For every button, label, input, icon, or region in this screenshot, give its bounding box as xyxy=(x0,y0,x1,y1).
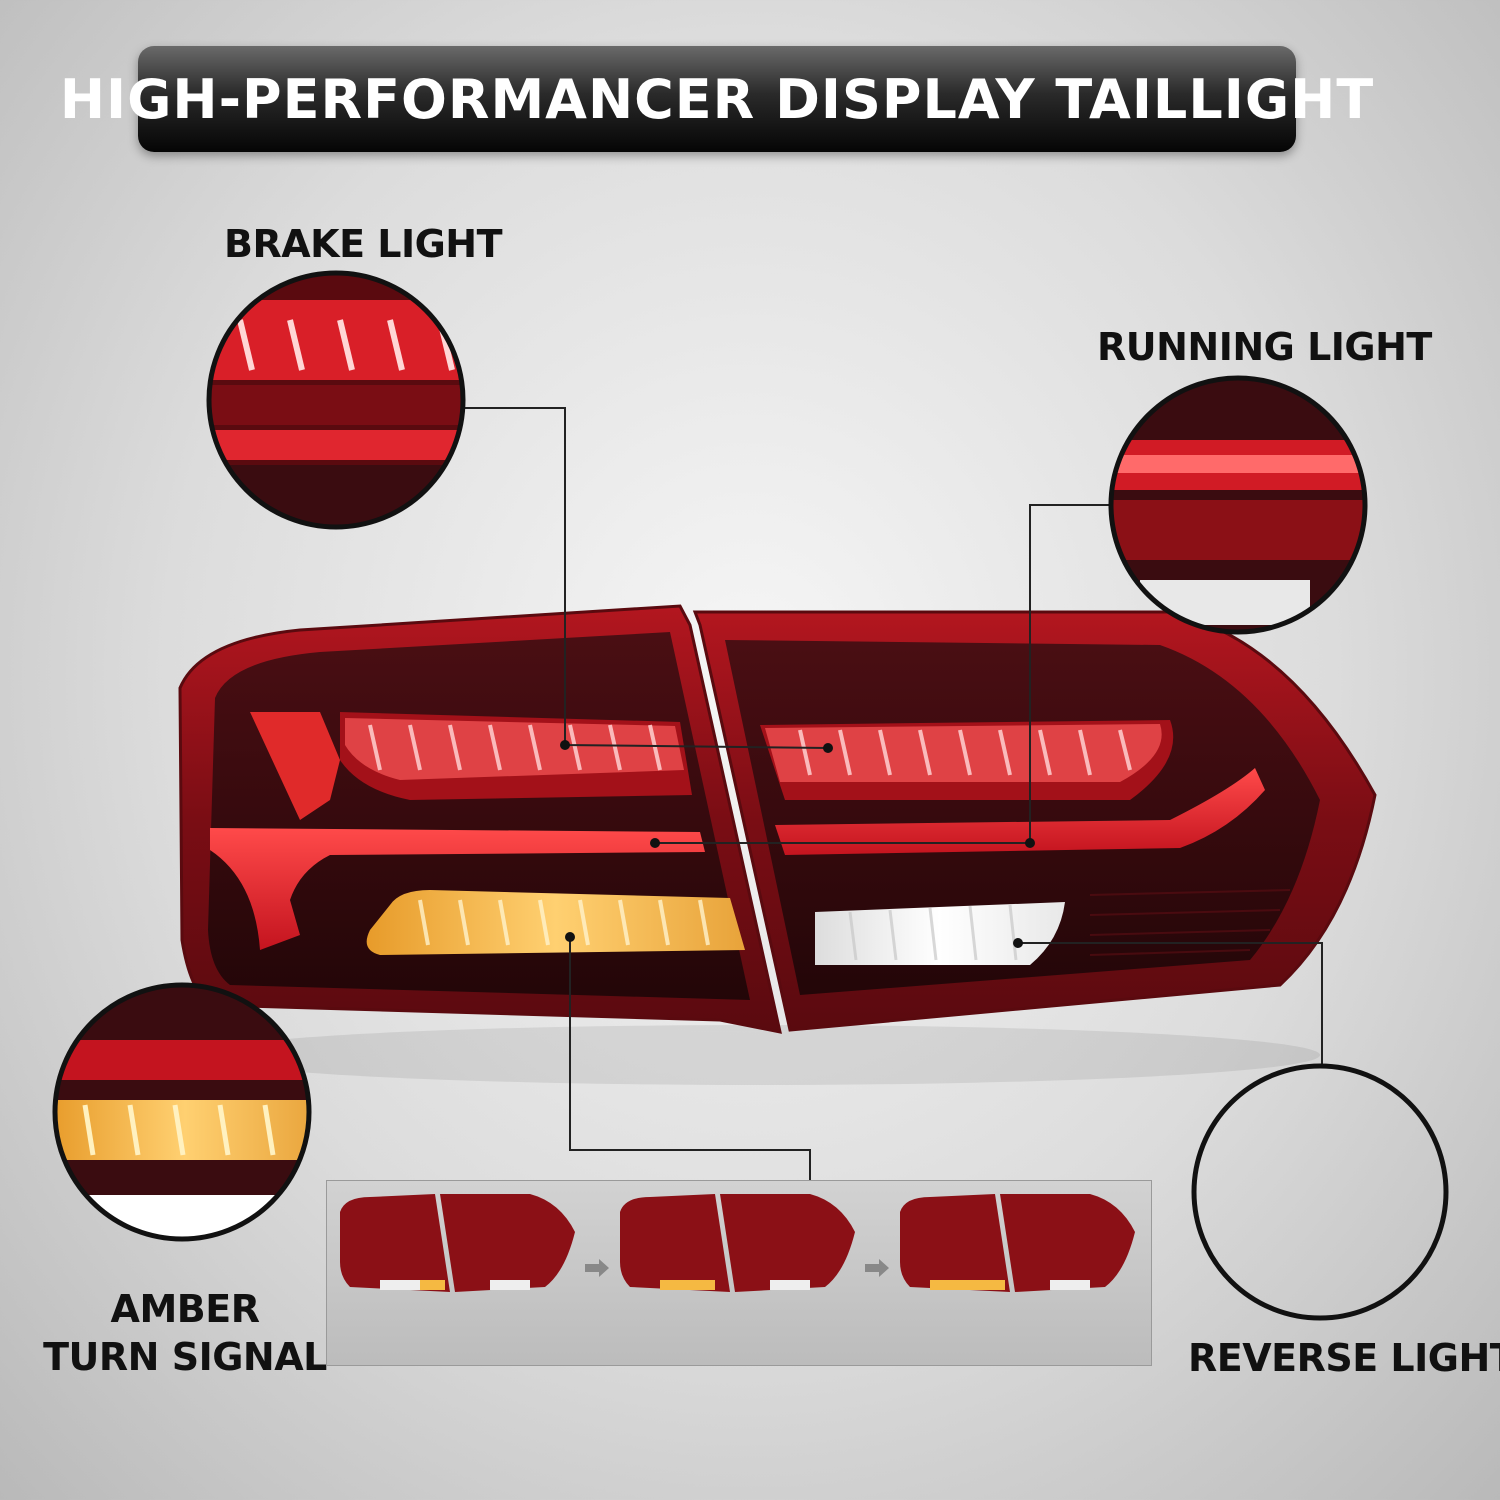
reverse-dot xyxy=(1013,938,1023,948)
running-dot-1 xyxy=(650,838,660,848)
brake-dot-2 xyxy=(823,743,833,753)
callout-lines xyxy=(462,407,1323,1180)
trunk-lamp xyxy=(692,610,1377,1032)
outer-lamp xyxy=(178,604,782,1034)
reverse-light-label: REVERSE LIGHT xyxy=(1188,1336,1500,1380)
page-title: HIGH-PERFORMANCER DISPLAY TAILLIGHT xyxy=(59,67,1375,131)
brake-dot-1 xyxy=(560,740,570,750)
right-arrow-icon xyxy=(865,1259,889,1277)
floor-shadow xyxy=(200,1025,1320,1085)
amber-label-line1: AMBER xyxy=(110,1287,260,1331)
right-arrow-icon xyxy=(585,1259,609,1277)
sequence-frames xyxy=(340,1194,1135,1292)
outer-brake-chevrons xyxy=(368,724,662,771)
callout-dots xyxy=(560,740,1035,948)
amber-dot xyxy=(565,932,575,942)
running-dot-2 xyxy=(1025,838,1035,848)
running-light-label: RUNNING LIGHT xyxy=(1097,325,1432,369)
brake-light-label: BRAKE LIGHT xyxy=(224,222,503,266)
title-banner: HIGH-PERFORMANCER DISPLAY TAILLIGHT xyxy=(60,46,1373,152)
amber-turn-signal-label: AMBER TURN SIGNAL xyxy=(40,1285,330,1381)
sequence-frame-2 xyxy=(620,1194,855,1292)
brake-light-zoom xyxy=(209,273,463,527)
amber-label-line2: TURN SIGNAL xyxy=(43,1335,327,1379)
running-light-zoom xyxy=(1111,378,1365,632)
sequence-frame-1 xyxy=(340,1194,575,1292)
trunk-brake-chevrons xyxy=(798,729,1132,776)
sequence-frame-3 xyxy=(900,1194,1135,1292)
